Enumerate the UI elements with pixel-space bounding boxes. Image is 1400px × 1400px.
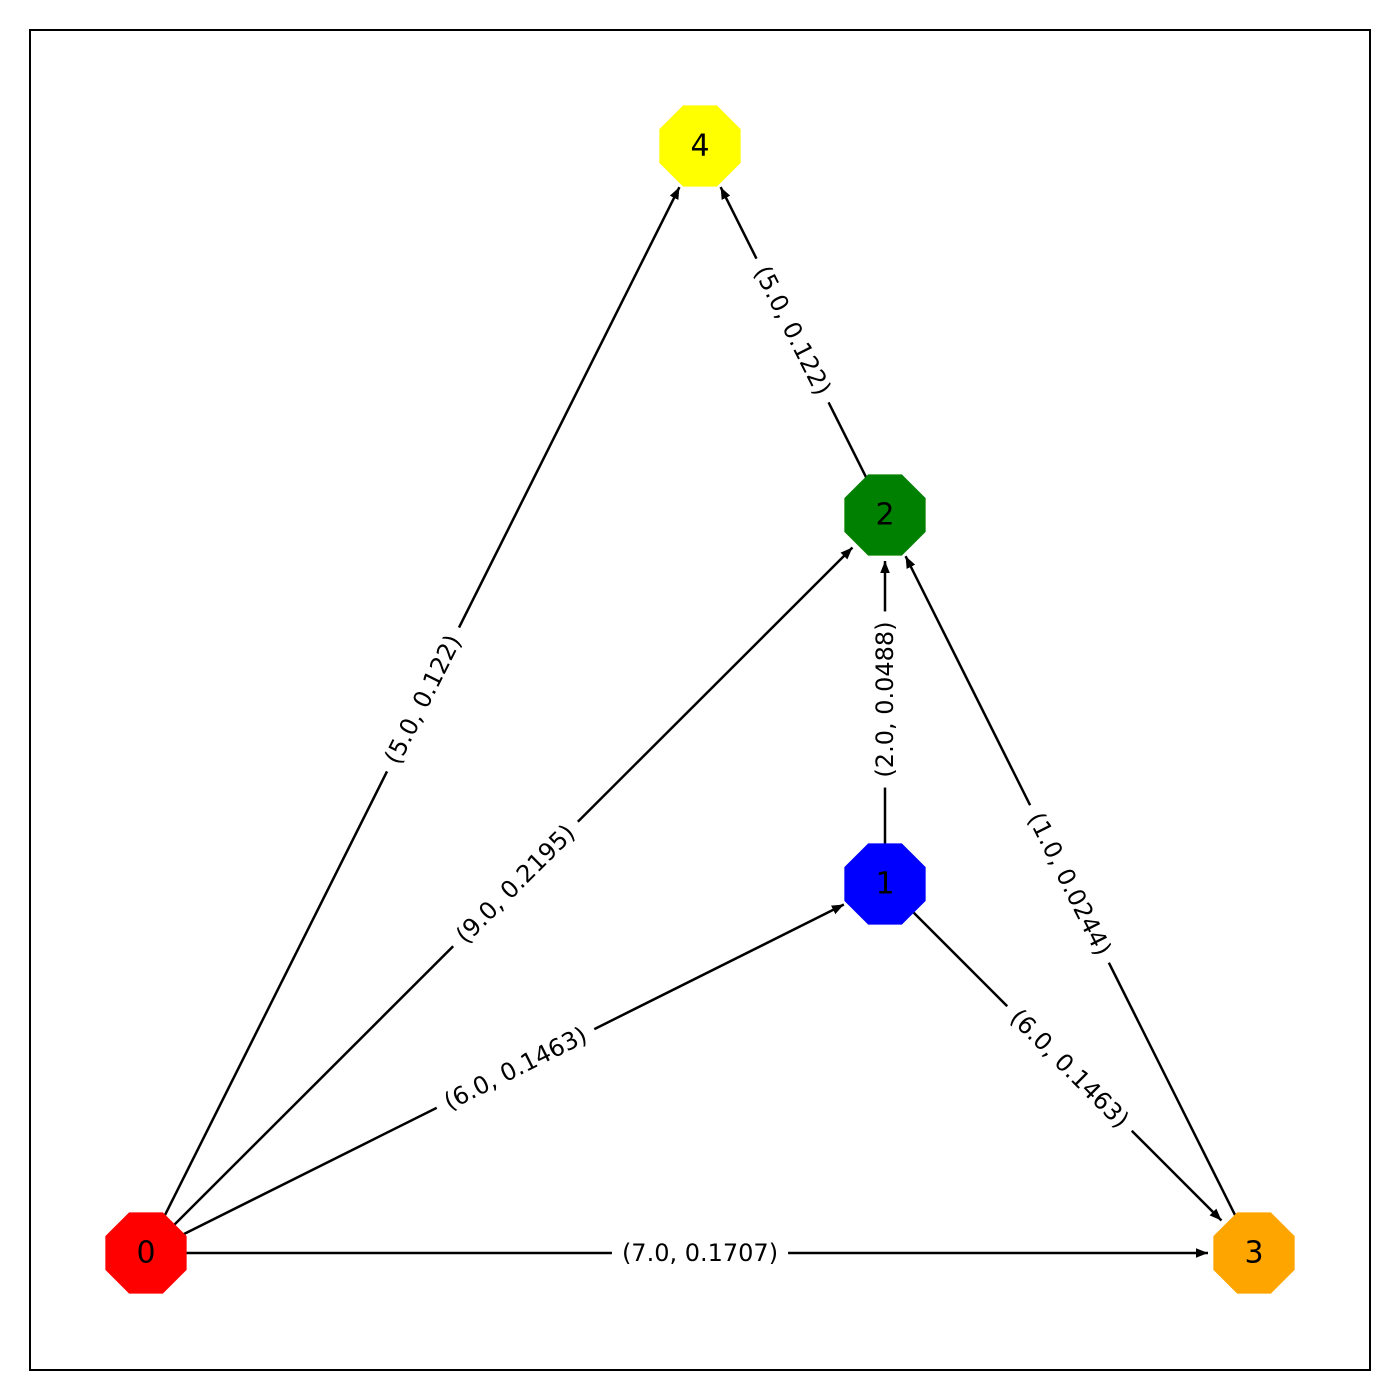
node-1: 1	[844, 843, 926, 925]
edge-label-2-to-4: (5.0, 0.122)	[741, 250, 844, 411]
edge-label-background	[429, 1013, 602, 1124]
edge-label-text: (9.0, 0.2195)	[450, 819, 580, 949]
edge-label-text: (6.0, 0.1463)	[439, 1021, 591, 1116]
edge-label-text: (1.0, 0.0244)	[1022, 808, 1117, 960]
node-1-shape	[844, 843, 926, 925]
nodes-layer: 0 1 2 3 4	[105, 105, 1295, 1294]
edge-label-text: (2.0, 0.0488)	[871, 621, 899, 777]
edge-label-0-to-1: (6.0, 0.1463)	[429, 1013, 602, 1124]
node-1-label: 1	[875, 867, 894, 902]
edge-label-1-to-3: (6.0, 0.1463)	[995, 994, 1144, 1143]
edge-label-text: (5.0, 0.122)	[748, 261, 836, 399]
node-3-shape	[1213, 1212, 1295, 1294]
node-4-shape	[659, 105, 741, 187]
edge-label-text: (5.0, 0.122)	[379, 630, 467, 768]
edge-label-0-to-3: (7.0, 0.1707)	[611, 1236, 789, 1270]
node-3-label: 3	[1244, 1236, 1263, 1271]
node-2-shape	[844, 474, 926, 556]
edge-label-text: (6.0, 0.1463)	[1004, 1003, 1134, 1133]
node-2-label: 2	[875, 498, 894, 533]
edge-labels-layer: (5.0, 0.122) (9.0, 0.2195) (6.0, 0.1463) (7…	[371, 250, 1144, 1270]
edge-label-0-to-2: (9.0, 0.2195)	[441, 809, 590, 959]
edge-label-3-to-2: (1.0, 0.0244)	[1014, 797, 1125, 971]
node-4: 4	[659, 105, 741, 187]
edge-label-background	[441, 809, 590, 959]
node-2: 2	[844, 474, 926, 556]
edge-label-0-to-4: (5.0, 0.122)	[371, 619, 475, 780]
node-0-label: 0	[136, 1236, 155, 1271]
node-0: 0	[105, 1212, 187, 1294]
edge-label-background	[868, 611, 902, 788]
edge-label-background	[995, 994, 1144, 1143]
edge-label-background	[741, 250, 844, 411]
node-4-label: 4	[690, 129, 709, 164]
node-3: 3	[1213, 1212, 1295, 1294]
edge-label-text: (7.0, 0.1707)	[622, 1239, 778, 1267]
edge-label-1-to-2: (2.0, 0.0488)	[868, 611, 902, 788]
edge-label-background	[371, 619, 475, 780]
node-0-shape	[105, 1212, 187, 1294]
edge-label-background	[611, 1236, 789, 1270]
plot-frame	[29, 29, 1371, 1371]
edge-label-background	[1014, 797, 1125, 971]
